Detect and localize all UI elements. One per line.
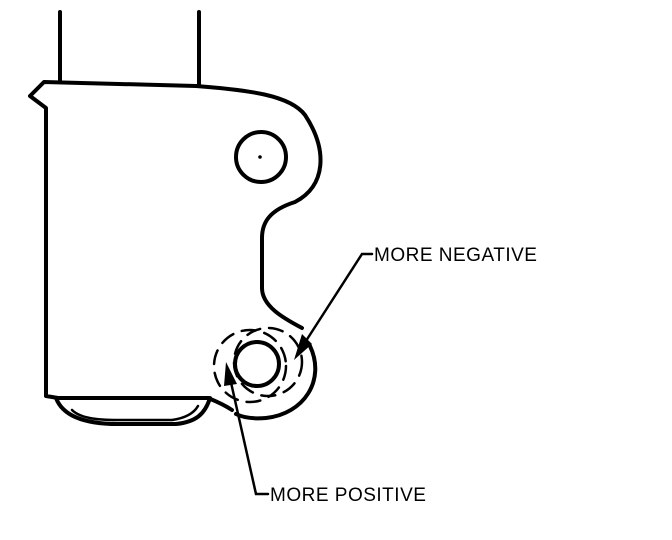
upper-pin-circle bbox=[234, 130, 288, 184]
label-more-negative: MORE NEGATIVE bbox=[374, 245, 537, 266]
more-negative-leader bbox=[302, 252, 374, 346]
bracket-base-step bbox=[206, 396, 234, 412]
more-positive-leader bbox=[228, 376, 270, 496]
label-more-positive: MORE POSITIVE bbox=[270, 485, 426, 506]
more-positive-arrowhead bbox=[224, 362, 237, 386]
lower-hook-arc bbox=[234, 344, 318, 421]
bracket-foot bbox=[54, 396, 212, 426]
upper-pin-center bbox=[258, 155, 262, 159]
lower-pin-circle bbox=[233, 340, 281, 388]
more-negative-arrowhead bbox=[294, 334, 312, 360]
negative-position-dashed-circle bbox=[232, 326, 304, 398]
bracket-body bbox=[28, 80, 323, 400]
positive-position-dashed-circle bbox=[212, 328, 288, 404]
bracket-foot-inner bbox=[70, 404, 200, 422]
